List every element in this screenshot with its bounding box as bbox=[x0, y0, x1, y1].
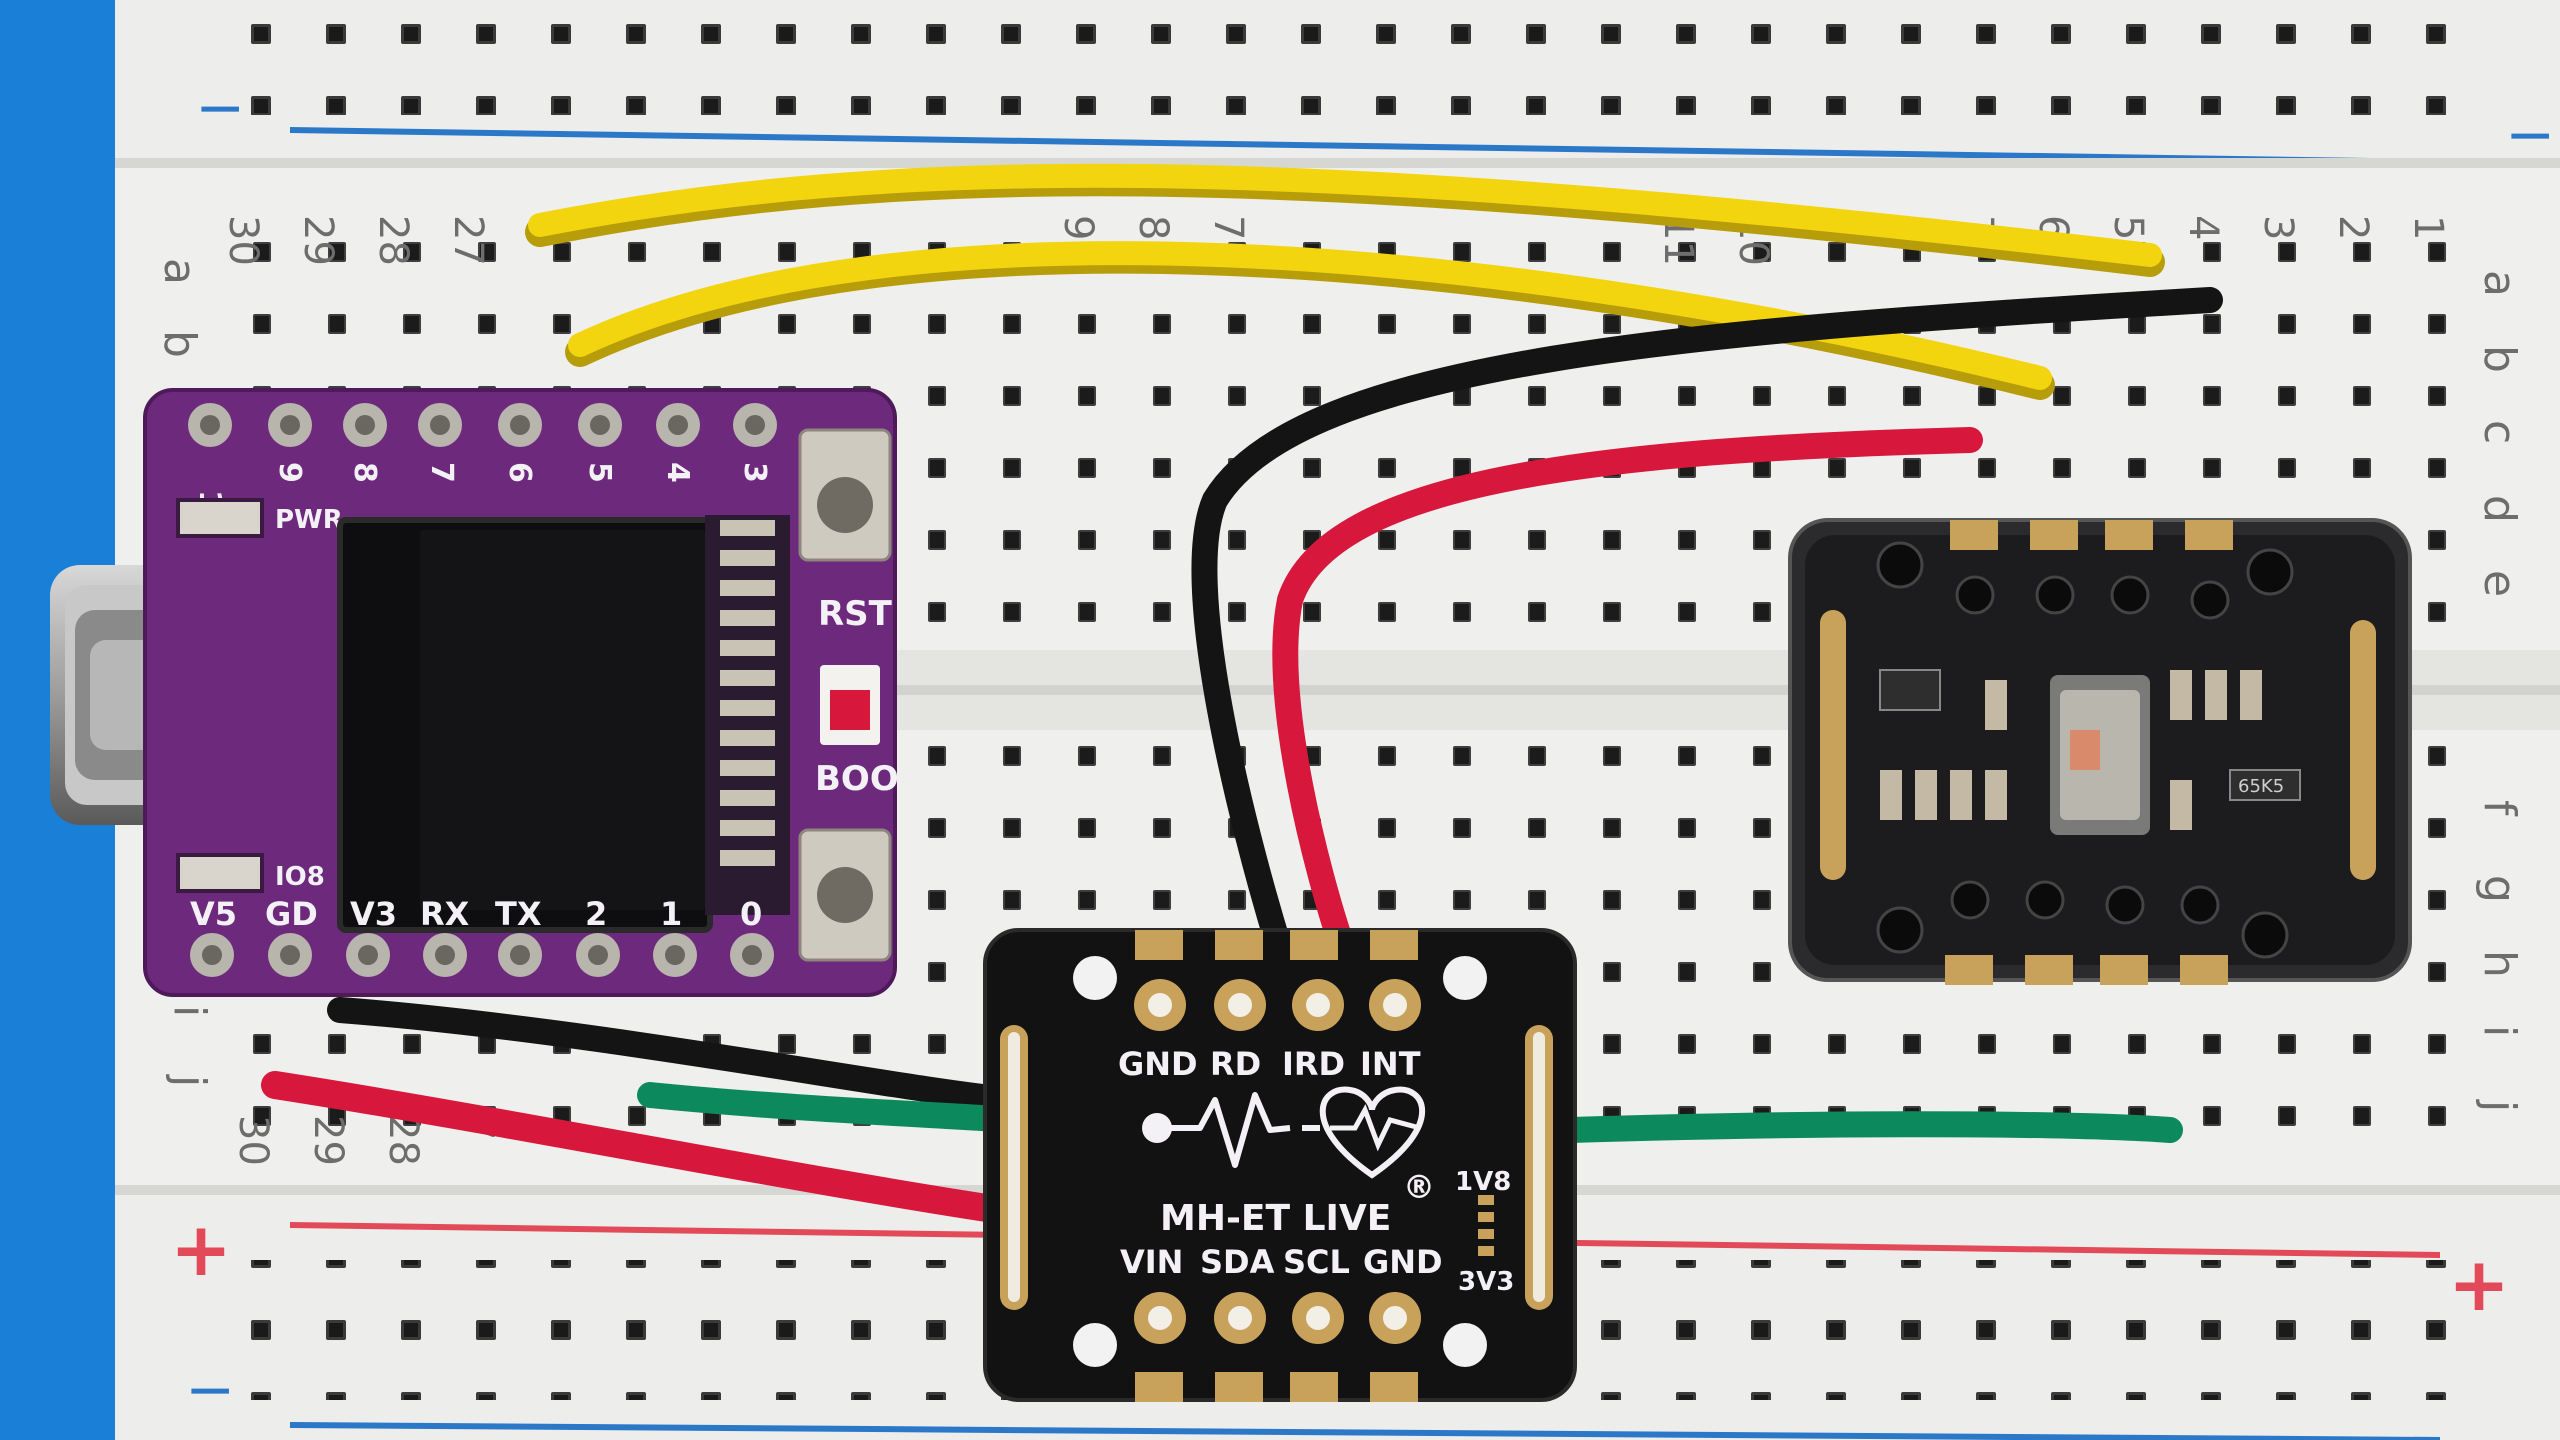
red-wire-bottom bbox=[261, 1071, 1014, 1224]
jumper-wires bbox=[261, 163, 2223, 1224]
mcu-bottom-pins bbox=[190, 933, 774, 977]
pin-label-rx: RX bbox=[420, 895, 470, 933]
black-wire-bottom bbox=[327, 997, 1023, 1113]
row-num-27: 27 bbox=[445, 215, 491, 266]
col-letter-e-right: e bbox=[2474, 570, 2525, 597]
bottom-rail-minus-left: − bbox=[185, 1355, 235, 1425]
heartbeat-logo bbox=[1142, 1086, 1425, 1179]
row-num-b30: 30 bbox=[230, 1115, 276, 1166]
pin-label-v3: V3 bbox=[350, 895, 397, 933]
bottom-rail-plus-right: + bbox=[2448, 1242, 2510, 1328]
top-rail-minus-left: − bbox=[195, 73, 245, 143]
col-letter-b-right: b bbox=[2474, 345, 2525, 373]
col-letter-i-right: i bbox=[2474, 1025, 2525, 1037]
row-num-5: 5 bbox=[2105, 215, 2151, 240]
pin-label-0: 0 bbox=[740, 895, 762, 933]
rst-label: RST bbox=[818, 594, 893, 634]
row-num-7: 7 bbox=[1205, 215, 1251, 240]
pin-label-1: 1 bbox=[660, 895, 682, 933]
green-wire-left bbox=[637, 1082, 1023, 1133]
mcu-bottom-labels: V5 GD V3 RX TX 2 1 0 bbox=[190, 895, 762, 933]
black-wire bbox=[1191, 287, 2223, 963]
bottom-rail-plus-left: + bbox=[170, 1207, 232, 1293]
label-scl: SCL bbox=[1283, 1243, 1350, 1281]
row-num-1: 1 bbox=[2405, 215, 2451, 240]
label-sda: SDA bbox=[1200, 1243, 1275, 1281]
chip-code: 65K5 bbox=[2238, 776, 2284, 797]
label-gnd-bottom: GND bbox=[1363, 1243, 1443, 1281]
col-letter-f-right: f bbox=[2474, 800, 2525, 817]
pwr-led bbox=[176, 498, 264, 538]
row-numbers-bottom: 30 29 28 7 bbox=[230, 1115, 501, 1166]
mcu-board: 10 9 8 7 6 5 4 3 PWR RST bbox=[143, 388, 899, 997]
sensor-module-right: 65K5 bbox=[1788, 518, 2412, 985]
label-vin: VIN bbox=[1120, 1243, 1183, 1281]
green-wire-right bbox=[1557, 1111, 2183, 1143]
pin-label-8: 8 bbox=[347, 462, 382, 483]
rst-button[interactable] bbox=[798, 428, 892, 562]
pin-label-4: 4 bbox=[660, 462, 695, 483]
red-wire bbox=[1272, 427, 1983, 953]
pin-label-6: 6 bbox=[502, 462, 537, 483]
top-rail-blue-line bbox=[289, 127, 2441, 165]
label-3v3: 3V3 bbox=[1458, 1267, 1514, 1297]
row-num-2: 2 bbox=[2330, 215, 2376, 240]
sensor-bottom-pads bbox=[1073, 1292, 1487, 1367]
col-letter-g-right: g bbox=[2474, 875, 2525, 903]
col-letter-i-left: i bbox=[164, 1005, 215, 1017]
mh-et-live-board: GND RD IRD INT ® 1V8 MH-ET LIVE VIN SDA … bbox=[983, 928, 1577, 1402]
col-letter-b-left: b bbox=[154, 330, 205, 358]
yellow-wire-1 bbox=[528, 163, 2162, 267]
col-letter-a-left: a bbox=[154, 258, 205, 285]
sensor-top-labels: GND RD IRD INT bbox=[1118, 1045, 1421, 1083]
pin-label-3: 3 bbox=[737, 462, 772, 483]
pin-label-9: 9 bbox=[272, 462, 307, 483]
sensor-bottom-labels: VIN SDA SCL GND bbox=[1120, 1243, 1443, 1281]
pin-label-5: 5 bbox=[582, 462, 617, 483]
pwr-label: PWR bbox=[275, 505, 343, 535]
row-num-29: 29 bbox=[295, 215, 341, 266]
col-letter-j-left: j bbox=[164, 1074, 215, 1087]
row-num-9: 9 bbox=[1055, 215, 1101, 240]
brand-label: MH-ET LIVE bbox=[1160, 1198, 1391, 1239]
column-letters: a b a b c d e f g h i j i j bbox=[154, 258, 2525, 1112]
row-num-b29: 29 bbox=[305, 1115, 351, 1166]
io8-label: IO8 bbox=[275, 862, 325, 892]
boot-button[interactable] bbox=[798, 828, 892, 962]
row-num-30: 30 bbox=[220, 215, 266, 266]
row-num-3: 3 bbox=[2255, 215, 2301, 240]
pin-label-7: 7 bbox=[424, 462, 459, 483]
col-letter-a-right: a bbox=[2474, 270, 2525, 297]
col-letter-c-right: c bbox=[2474, 420, 2525, 444]
col-letter-j-right: j bbox=[2474, 1099, 2525, 1112]
mcu-top-pins bbox=[188, 403, 777, 447]
pin-label-v5: V5 bbox=[190, 895, 237, 933]
row-num-8: 8 bbox=[1130, 215, 1176, 240]
pin-label-tx: TX bbox=[495, 895, 542, 933]
boot-label: BOO bbox=[815, 759, 899, 799]
label-ird: IRD bbox=[1282, 1045, 1345, 1083]
label-int: INT bbox=[1360, 1045, 1421, 1083]
col-letter-d-right: d bbox=[2474, 495, 2525, 523]
registered-mark: ® bbox=[1403, 1168, 1435, 1206]
io8-led bbox=[176, 853, 264, 893]
pin-label-2: 2 bbox=[585, 895, 607, 933]
label-gnd-top: GND bbox=[1118, 1045, 1198, 1083]
row-num-4: 4 bbox=[2180, 215, 2226, 240]
row-num-b28: 28 bbox=[380, 1115, 426, 1166]
pin-label-gd: GD bbox=[265, 895, 318, 933]
col-letter-h-right: h bbox=[2474, 950, 2525, 978]
label-1v8: 1V8 bbox=[1455, 1167, 1511, 1197]
sensor-top-pads bbox=[1073, 956, 1487, 1031]
row-num-28: 28 bbox=[370, 215, 416, 266]
label-rd: RD bbox=[1210, 1045, 1261, 1083]
